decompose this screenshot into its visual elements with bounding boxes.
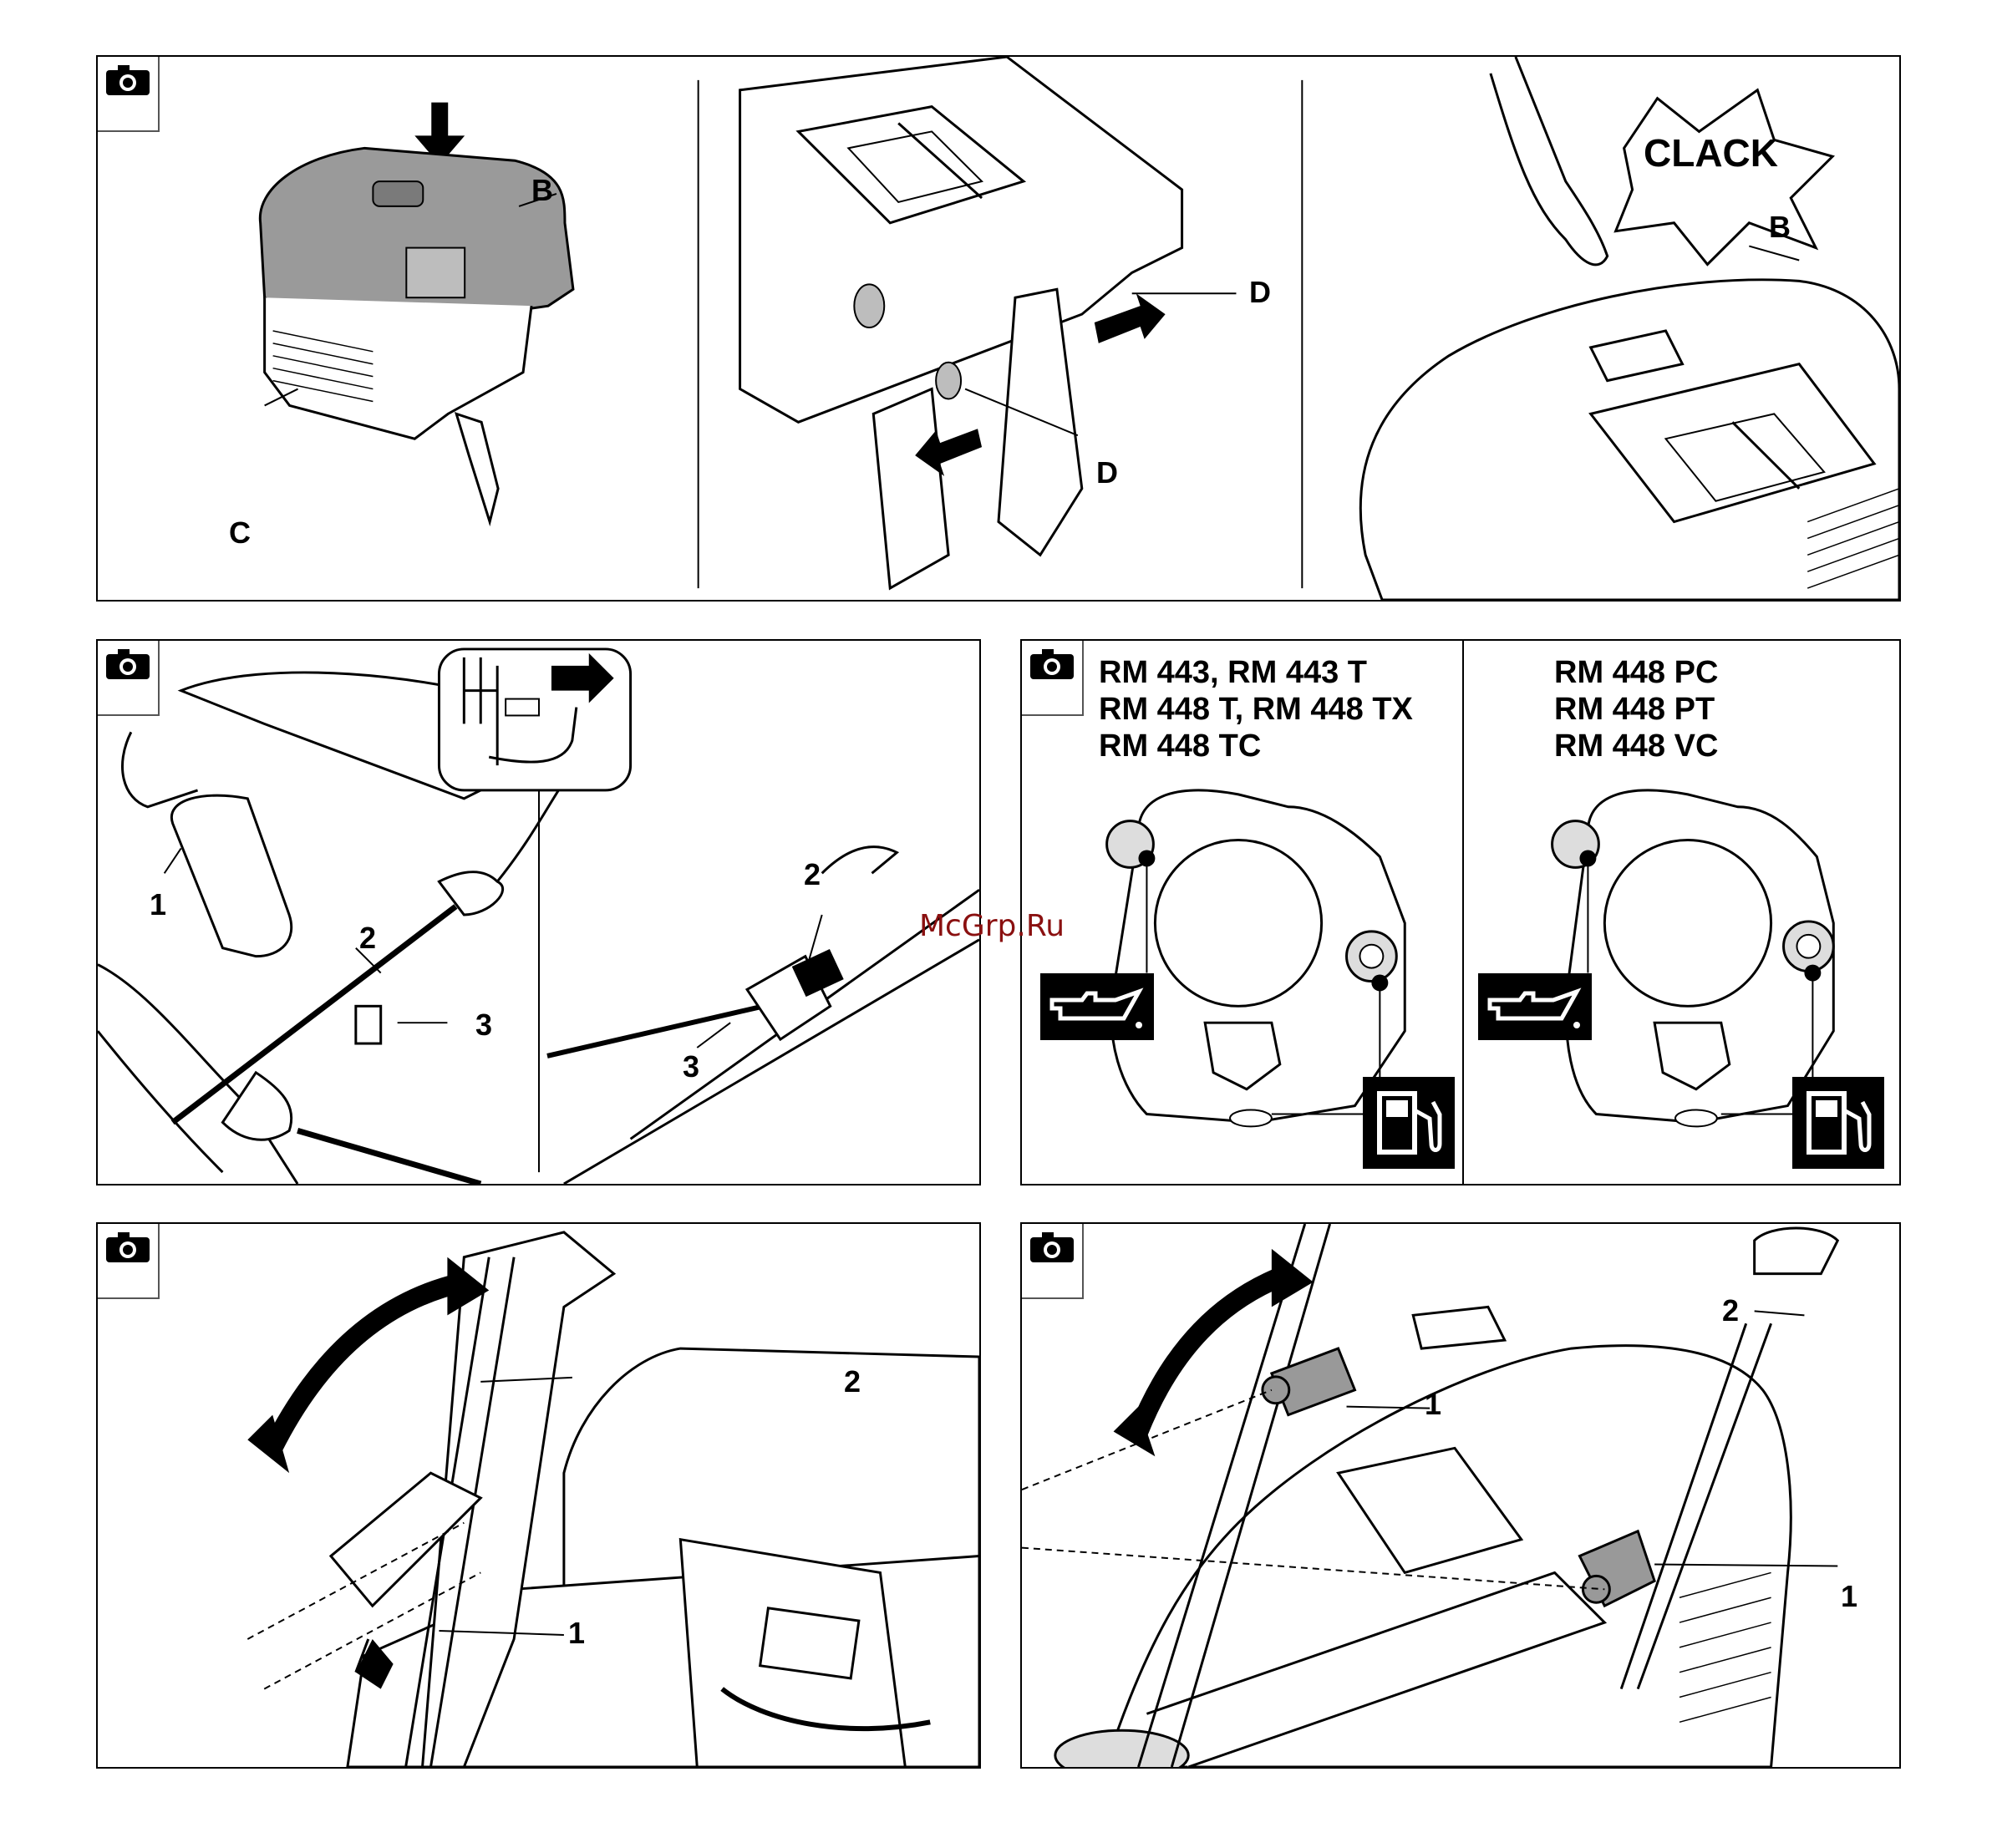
- camera-icon: [98, 57, 160, 132]
- camera-icon: [1022, 641, 1084, 716]
- fuel-pump-icon: [1792, 1077, 1884, 1169]
- label-c: C: [229, 518, 251, 548]
- panel-spark-plug-cable: 1 2 3 2 3: [96, 639, 981, 1185]
- fuel-pump-icon: [1363, 1077, 1455, 1169]
- oil-can-icon: [1040, 973, 1154, 1040]
- left-model-list: RM 443, RM 443 T RM 448 T, RM 448 TX RM …: [1099, 654, 1413, 764]
- oil-can-icon: [1478, 973, 1592, 1040]
- model-line: RM 448 PC: [1554, 654, 1718, 691]
- label-2: 2: [359, 923, 376, 953]
- camera-icon: [1022, 1224, 1084, 1299]
- label-3: 3: [475, 1010, 492, 1040]
- camera-icon: [98, 1224, 160, 1299]
- panel-handle-adjust-right: 1 1 2: [1020, 1222, 1901, 1769]
- grass-box-illustration: [98, 57, 1899, 600]
- label-1-upper: 1: [1425, 1389, 1441, 1419]
- right-model-list: RM 448 PC RM 448 PT RM 448 VC: [1554, 654, 1718, 764]
- label-b-right: B: [1769, 212, 1791, 242]
- model-divider: [1462, 641, 1464, 1185]
- model-line: RM 448 VC: [1554, 728, 1718, 764]
- panel-handle-adjust-left: 2 1: [96, 1222, 981, 1769]
- spark-plug-illustration: [98, 641, 979, 1184]
- camera-icon: [98, 641, 160, 716]
- model-line: RM 448 T, RM 448 TX: [1099, 691, 1413, 728]
- handle-illustration: [98, 1224, 979, 1767]
- panel-engine-fill-points: RM 443, RM 443 T RM 448 T, RM 448 TX RM …: [1020, 639, 1901, 1185]
- label-1-lower: 1: [1841, 1581, 1857, 1612]
- label-d-top: D: [1249, 277, 1271, 307]
- model-line: RM 443, RM 443 T: [1099, 654, 1413, 691]
- label-2: 2: [844, 1367, 861, 1397]
- label-3-right: 3: [683, 1052, 699, 1082]
- panel-grass-box-fitting: B C D D B CLACK: [96, 55, 1901, 602]
- label-2-right: 2: [804, 860, 821, 890]
- label-b: B: [531, 175, 553, 206]
- model-line: RM 448 TC: [1099, 728, 1413, 764]
- label-1: 1: [568, 1618, 585, 1648]
- label-1: 1: [150, 890, 166, 920]
- watermark: McGrp.Ru: [919, 909, 1065, 943]
- clack-text: CLACK: [1644, 130, 1778, 175]
- label-2: 2: [1722, 1296, 1739, 1326]
- handle-illustration: [1022, 1224, 1899, 1767]
- label-d-bottom: D: [1096, 458, 1118, 488]
- model-line: RM 448 PT: [1554, 691, 1718, 728]
